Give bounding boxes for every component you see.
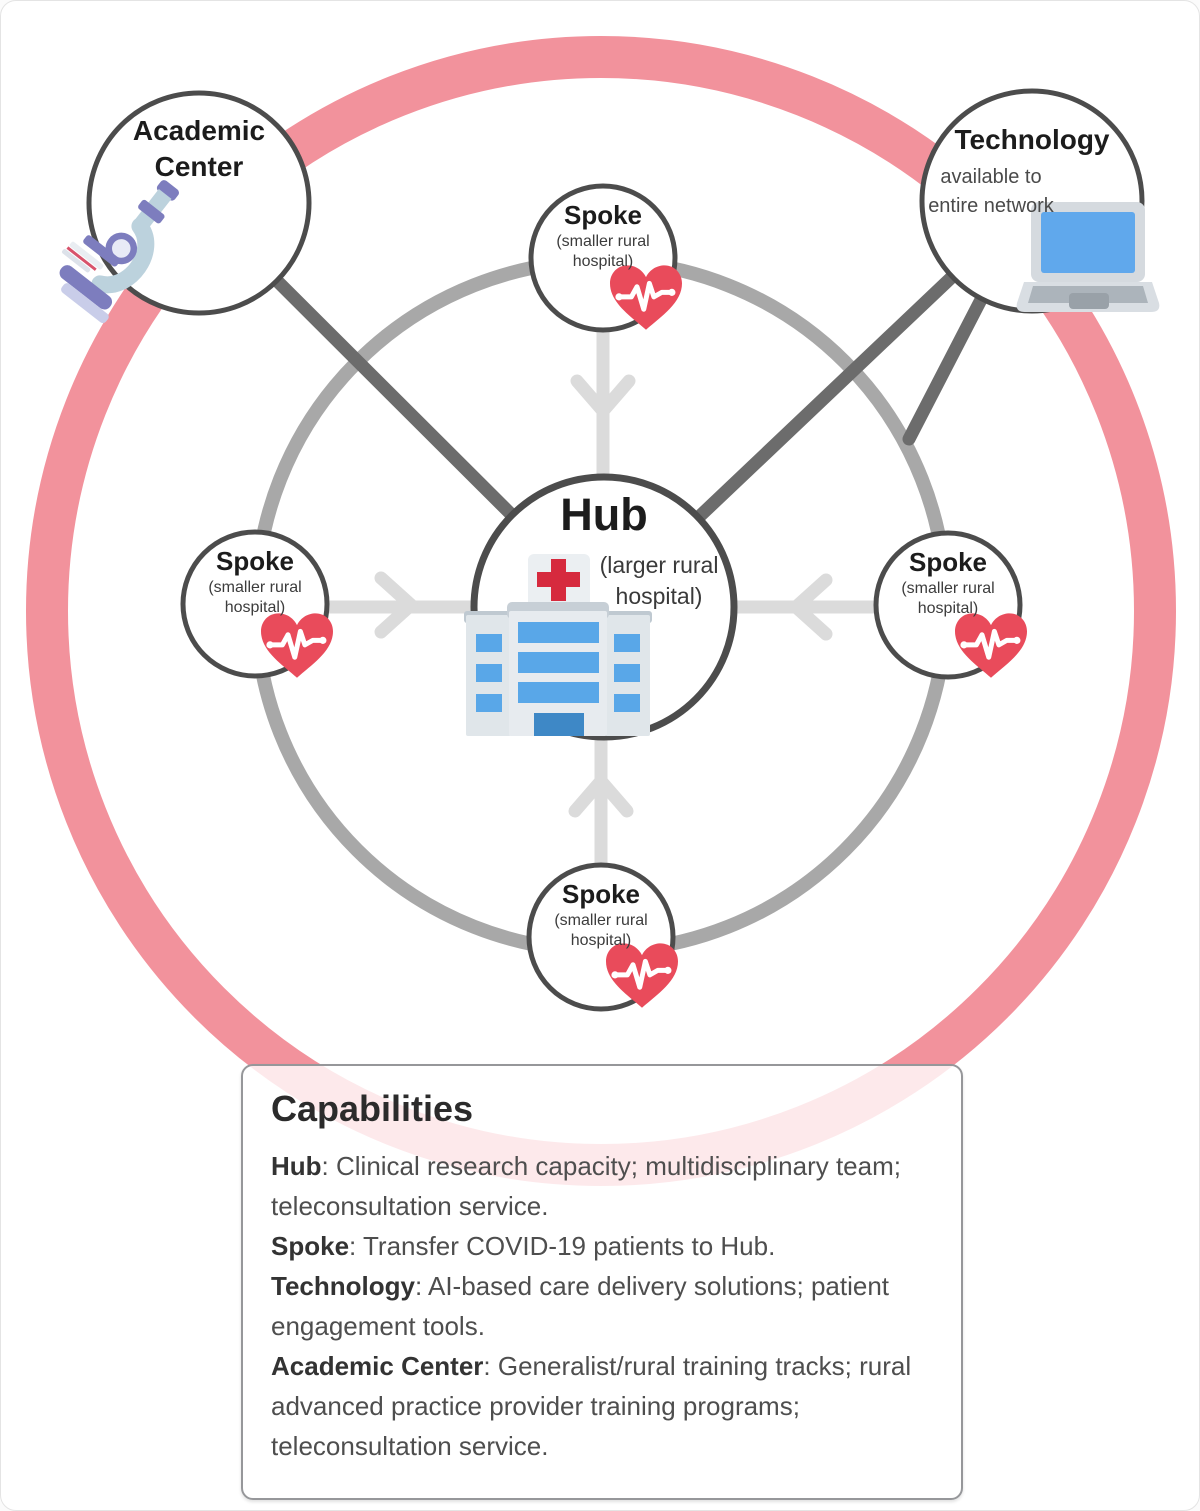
capability-spoke: Spoke: Transfer COVID-19 patients to Hub… — [271, 1226, 933, 1266]
laptop-icon — [1016, 202, 1160, 312]
hub-sublabel: (larger rural hospital) — [599, 552, 719, 609]
spoke-right-sublabel: (smaller rural hospital) — [901, 580, 995, 617]
arrow-bottom-spoke-to-hub — [568, 734, 634, 876]
hub-label: Hub — [560, 489, 648, 540]
spoke-top-label: Spoke — [563, 200, 643, 230]
hospital-icon — [464, 554, 652, 736]
capability-technology-label: Technology — [271, 1271, 415, 1301]
capabilities-panel: Capabilities Hub: Clinical research capa… — [241, 1064, 963, 1500]
technology-sublabel: available to entire network — [928, 166, 1054, 217]
capability-hub-label: Hub — [271, 1151, 322, 1181]
spoke-top-sublabel: (smaller rural hospital) — [556, 233, 650, 270]
spoke-bottom-label: Spoke — [561, 879, 641, 909]
capability-spoke-text: : Transfer COVID-19 patients to Hub. — [349, 1231, 776, 1261]
capability-spoke-label: Spoke — [271, 1231, 350, 1261]
capabilities-title: Capabilities — [271, 1088, 474, 1129]
spoke-bottom-sublabel: (smaller rural hospital) — [554, 912, 648, 949]
spoke-right-label: Spoke — [908, 547, 988, 577]
capability-hub: Hub: Clinical research capacity; multidi… — [271, 1146, 933, 1226]
capability-academic-center: Academic Center: Generalist/rural traini… — [271, 1346, 933, 1466]
technology-label: Technology — [954, 124, 1110, 155]
capability-academic-center-text: : Generalist/rural training tracks; rura… — [271, 1351, 912, 1461]
hospital-right-wing — [603, 611, 652, 736]
spoke-left-sublabel: (smaller rural hospital) — [208, 579, 302, 616]
academic-center-label: Academic Center — [132, 115, 266, 182]
hospital-left-wing — [464, 611, 513, 736]
capability-technology-text: : AI-based care delivery solutions; pati… — [271, 1271, 890, 1341]
capability-hub-text: : Clinical research capacity; multidisci… — [271, 1151, 901, 1221]
hospital-main-building — [507, 602, 609, 736]
microscope-icon — [59, 180, 180, 324]
capability-technology: Technology: AI-based care delivery solut… — [271, 1266, 933, 1346]
capability-academic-center-label: Academic Center — [271, 1351, 484, 1381]
spoke-left-label: Spoke — [215, 546, 295, 576]
